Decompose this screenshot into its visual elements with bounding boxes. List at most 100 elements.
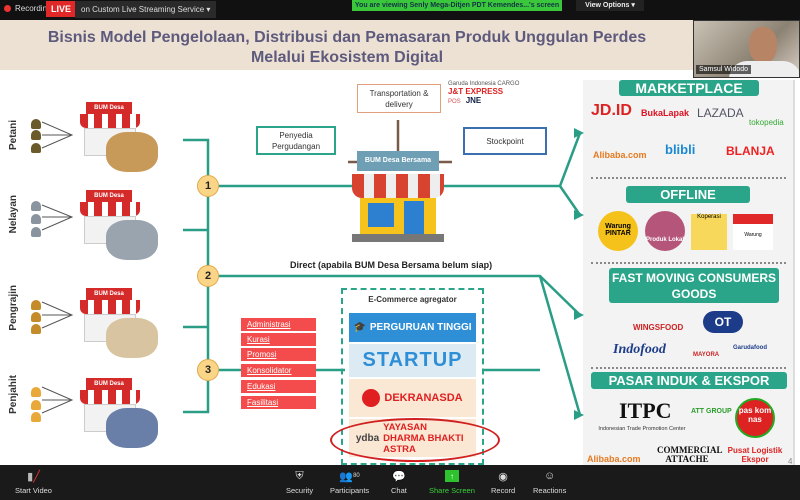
title-line-2: Melalui Ekosistem Digital	[250, 49, 444, 66]
offline-heading: OFFLINE	[626, 186, 750, 203]
bum-desa-store-nelayan: BUM Desa	[78, 190, 158, 270]
indofood-logo: Indofood	[613, 342, 666, 357]
fisher-icon	[31, 227, 41, 237]
bum-desa-store-petani: BUM Desa	[78, 102, 158, 182]
blanja-logo: BLANJA	[726, 144, 775, 158]
service-kurasi: Kurasi	[241, 333, 316, 346]
security-button[interactable]: ⛨Security	[286, 465, 313, 500]
blibli-logo: blibli	[665, 142, 696, 157]
title-line-1: Bisnis Model Pengelolaan, Distribusi dan…	[47, 29, 647, 46]
step-1-badge: 1	[197, 175, 219, 197]
direct-label: Direct (apabila BUM Desa Bersama belum s…	[290, 260, 493, 270]
market-channels-panel: MARKETPLACE JD.ID BukaLapak LAZADA tokop…	[583, 80, 795, 465]
garudafood-logo: Garudafood	[733, 345, 767, 351]
warung-pintar-logo: Warung PINTAR	[598, 211, 638, 251]
record-icon: ◉	[498, 470, 508, 483]
export-heading: PASAR INDUK & EKSPOR	[591, 372, 787, 389]
att-group-logo: ATT GROUP	[691, 408, 732, 415]
jd-logo: JD.ID	[591, 102, 632, 119]
service-administrasi: Administrasi	[241, 318, 316, 331]
start-video-label: Start Video	[15, 486, 52, 495]
producer-penjahit: Penjahit	[8, 375, 19, 414]
store-sign: BUM Desa	[86, 378, 132, 390]
crafter-icon	[31, 312, 41, 322]
highlight-ellipse	[330, 418, 500, 462]
service-edukasi: Edukasi	[241, 380, 316, 393]
security-label: Security	[286, 486, 314, 495]
start-video-button[interactable]: ▮╱ Start Video	[15, 465, 52, 500]
live-stream-dropdown[interactable]: on Custom Live Streaming Service ▾	[75, 1, 217, 18]
service-fasilitasi: Fasilitasi	[241, 396, 316, 409]
graduation-cap-icon: 🎓	[353, 322, 366, 333]
record-button[interactable]: ◉ Record	[491, 465, 515, 500]
store-sign: BUM Desa	[86, 288, 132, 300]
startup-banner: STARTUP	[349, 344, 476, 377]
live-badge[interactable]: LIVE	[46, 1, 77, 17]
warung-logo: Warung	[733, 214, 773, 250]
video-off-icon: ▮╱	[27, 470, 40, 483]
dekranasda-label: DEKRANASDA	[384, 392, 463, 404]
share-screen-button[interactable]: ↑ Share Screen	[429, 465, 475, 500]
tailor-icon	[31, 400, 41, 410]
share-screen-label: Share Screen	[429, 486, 475, 495]
service-promosi: Promosi	[241, 348, 316, 361]
reactions-icon: ☺	[544, 470, 556, 482]
bum-bersama-sign: BUM Desa Bersama	[357, 151, 439, 171]
dekranasda-banner: DEKRANASDA	[349, 379, 476, 417]
step-2-badge: 2	[197, 265, 219, 287]
dekranasda-logo-icon	[362, 389, 381, 407]
perguruan-tinggi-banner: 🎓PERGURUAN TINGGI	[349, 313, 476, 342]
record-label: Record	[491, 486, 516, 495]
reactions-button[interactable]: ☺ Reactions	[533, 465, 566, 500]
arrowheads	[574, 128, 584, 420]
record-dot-icon	[4, 5, 11, 12]
stockpoint-box: Stockpoint	[463, 127, 547, 155]
bum-desa-bersama-store: BUM Desa Bersama	[350, 151, 446, 244]
warehouse-box: Penyedia Pergudangan	[256, 126, 336, 155]
bum-desa-store-penjahit: BUM Desa	[78, 378, 158, 458]
participants-count: 80	[353, 473, 360, 479]
mayora-logo: MAYORA	[693, 352, 720, 358]
title-band	[0, 20, 800, 70]
store-sign: BUM Desa	[86, 102, 132, 114]
chat-button[interactable]: 💬Chat	[391, 465, 407, 500]
ot-logo: OT	[703, 311, 743, 333]
share-screen-icon: ↑	[444, 470, 459, 482]
reactions-label: Reactions	[533, 486, 567, 495]
marketplace-heading: MARKETPLACE	[619, 80, 759, 96]
shared-slide: Bisnis Model Pengelolaan, Distribusi dan…	[0, 20, 800, 466]
pos-logo: POS	[448, 99, 461, 105]
paskomnas-logo: pas kom nas	[735, 398, 775, 438]
viewing-banner: You are viewing Senly Mega-Ditjen PDT Ke…	[352, 0, 562, 11]
producer-pengrajin: Pengrajin	[8, 285, 19, 331]
produk-lokal-logo: Produk Lokal	[645, 211, 685, 251]
itpc-logo: ITPC	[619, 398, 672, 423]
farmer-icon	[31, 130, 41, 140]
wingsfood-logo: WINGSFOOD	[633, 323, 684, 332]
bukalapak-logo: BukaLapak	[641, 108, 690, 118]
koperasi-logo: Koperasi	[691, 214, 727, 250]
participant-name: Samsul Widodo	[696, 65, 752, 74]
perguruan-tinggi-label: PERGURUAN TINGGI	[369, 322, 472, 333]
chat-label: Chat	[391, 486, 407, 495]
recording-indicator[interactable]: Recording	[4, 4, 51, 13]
farmer-icon	[31, 119, 41, 129]
fisher-icon	[31, 201, 41, 211]
participants-label: Participants	[330, 486, 370, 495]
participant-video[interactable]: Samsul Widodo	[693, 20, 800, 78]
producer-nelayan: Nelayan	[8, 195, 19, 234]
crafter-icon	[31, 300, 41, 310]
tokopedia-logo: tokopedia	[749, 118, 784, 127]
transport-box: Transportation & delivery	[357, 84, 441, 113]
step-3-badge: 3	[197, 359, 219, 381]
view-options-button[interactable]: View Options ▾	[576, 0, 644, 11]
fmcg-heading: FAST MOVING CONSUMERS GOODS	[609, 268, 779, 303]
bum-desa-store-pengrajin: BUM Desa	[78, 288, 158, 368]
farmer-icon	[31, 143, 41, 153]
jne-logo: JNE	[465, 96, 482, 105]
itpc-subtitle: Indonesian Trade Promotion Center	[598, 426, 686, 432]
tailor-icon	[31, 412, 41, 422]
participants-icon: 👥80	[339, 470, 360, 483]
